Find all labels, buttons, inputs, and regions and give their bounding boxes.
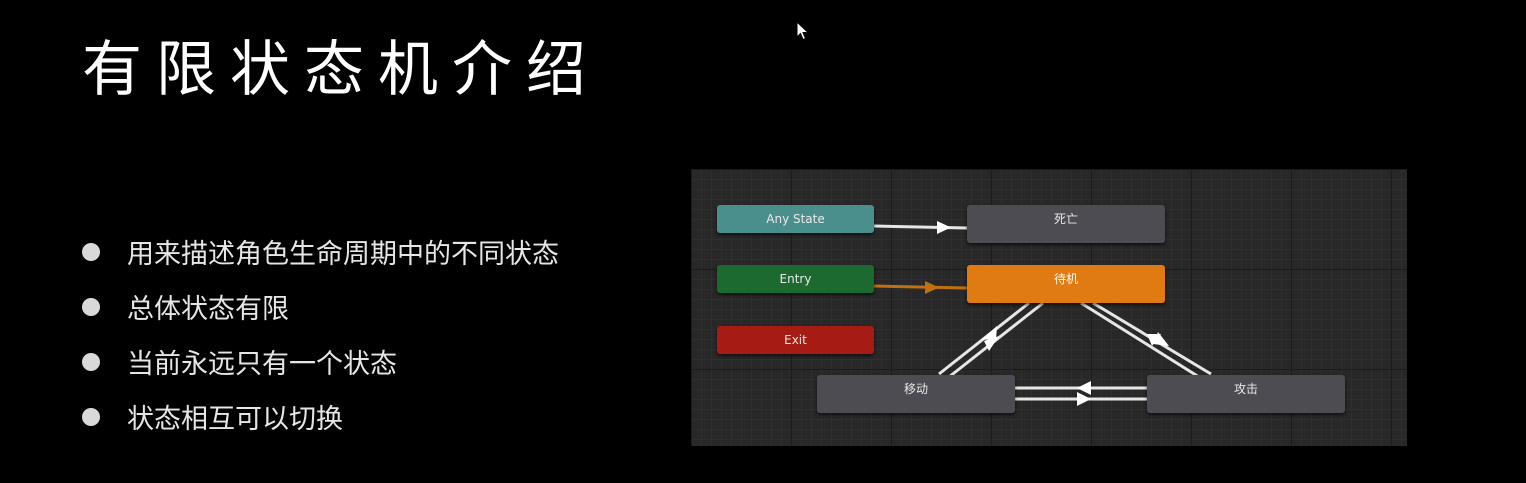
slide-title: 有限状态机介绍 xyxy=(82,35,600,105)
transition-entry-to-idle[interactable] xyxy=(873,281,968,294)
node-exit[interactable]: Exit xyxy=(717,326,874,354)
transition-idle-attack[interactable] xyxy=(1080,301,1212,379)
bullet-list: 用来描述角色生命周期中的不同状态 总体状态有限 当前永远只有一个状态 状态相互可… xyxy=(82,224,559,444)
bullet-text: 状态相互可以切换 xyxy=(127,404,343,435)
transition-idle-move[interactable] xyxy=(938,301,1044,379)
node-entry[interactable]: Entry xyxy=(717,265,874,293)
bullet-dot-icon xyxy=(82,297,100,316)
bullet-item: 总体状态有限 xyxy=(82,279,559,334)
node-death[interactable]: 死亡 xyxy=(967,205,1165,243)
mouse-cursor-icon xyxy=(796,21,810,41)
bullet-item: 状态相互可以切换 xyxy=(82,389,559,444)
transition-any-state-to-death[interactable] xyxy=(873,221,968,234)
bullet-dot-icon xyxy=(82,352,100,371)
transition-move-attack[interactable] xyxy=(1015,381,1147,406)
bullet-text: 用来描述角色生命周期中的不同状态 xyxy=(127,239,559,270)
bullet-dot-icon xyxy=(82,242,100,261)
bullet-item: 当前永远只有一个状态 xyxy=(82,334,559,389)
node-move[interactable]: 移动 xyxy=(817,375,1015,413)
bullet-dot-icon xyxy=(82,407,100,426)
node-any-state[interactable]: Any State xyxy=(717,205,874,233)
transition-edges xyxy=(873,221,1212,406)
bullet-text: 当前永远只有一个状态 xyxy=(127,349,397,380)
bullet-text: 总体状态有限 xyxy=(127,294,289,325)
animator-state-machine-panel: Any State Entry Exit 死亡 待机 移动 攻击 xyxy=(691,169,1407,446)
node-idle[interactable]: 待机 xyxy=(967,265,1165,303)
bullet-item: 用来描述角色生命周期中的不同状态 xyxy=(82,224,559,279)
node-attack[interactable]: 攻击 xyxy=(1147,375,1345,413)
